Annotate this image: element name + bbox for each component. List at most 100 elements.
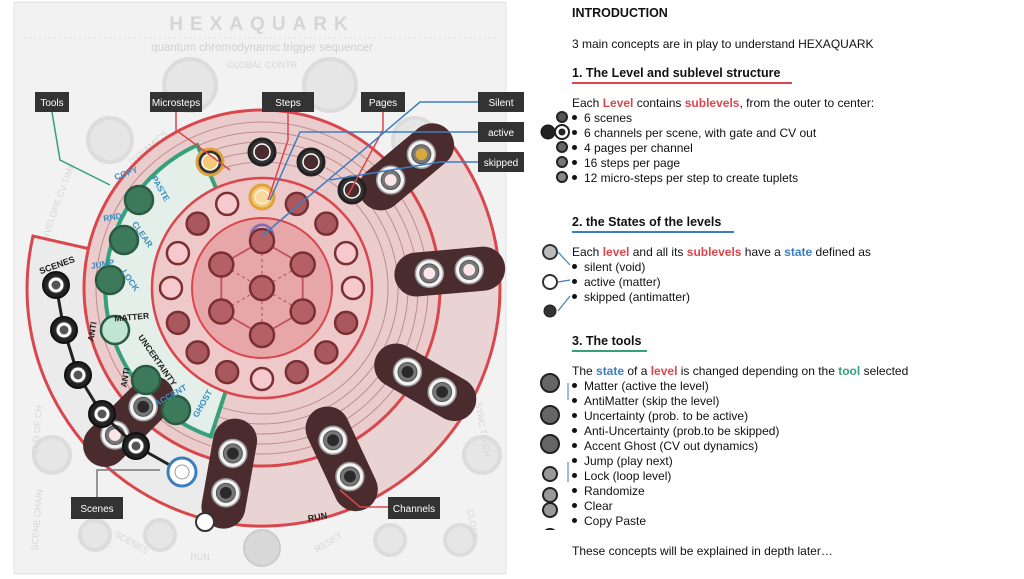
step-knob bbox=[340, 275, 366, 301]
microstep-knob bbox=[208, 251, 235, 278]
callout-box bbox=[478, 122, 524, 142]
state-leader bbox=[557, 251, 571, 266]
ring-label: RUN bbox=[307, 510, 328, 523]
channel-jack-core bbox=[109, 429, 121, 441]
state-active-icon bbox=[542, 274, 558, 290]
callout-label: Tools bbox=[40, 98, 63, 109]
step-knob bbox=[314, 340, 339, 365]
level-icon bbox=[556, 156, 568, 168]
callout-leader bbox=[339, 489, 388, 508]
tool-item: Copy Paste bbox=[572, 514, 646, 528]
microstep-knob bbox=[248, 274, 276, 302]
state-item: silent (void) bbox=[572, 260, 645, 274]
background-knob bbox=[86, 116, 134, 164]
background-knob bbox=[302, 57, 358, 113]
step-knob bbox=[333, 310, 359, 336]
level-item: 6 scenes bbox=[572, 111, 632, 125]
scene-knob-dot bbox=[73, 370, 83, 380]
level-item: 12 micro-steps per step to create tuplet… bbox=[572, 171, 798, 185]
callout-leader bbox=[329, 161, 478, 181]
callout-box bbox=[150, 92, 202, 112]
state-item: active (matter) bbox=[572, 275, 661, 289]
callout-box bbox=[262, 92, 314, 112]
logo bbox=[243, 529, 281, 567]
tool-item: Uncertainty (prob. to be active) bbox=[572, 409, 748, 423]
microstep-knob bbox=[208, 298, 235, 325]
level-icon bbox=[556, 171, 568, 183]
scene-knob-selected-center bbox=[174, 464, 190, 480]
channel-jack-core bbox=[384, 174, 397, 186]
channel-jack-core bbox=[344, 470, 356, 483]
level-item: 16 steps per page bbox=[572, 156, 680, 170]
section-2-underline bbox=[572, 231, 734, 233]
callout-label: Channels bbox=[393, 504, 435, 515]
background-knob bbox=[462, 435, 502, 475]
channel-jack-core bbox=[463, 263, 476, 276]
scene-knob-dot bbox=[131, 441, 141, 451]
tool-icon bbox=[542, 487, 558, 503]
background-knob bbox=[373, 523, 407, 557]
step-knob bbox=[165, 240, 191, 266]
tool-item: Lock (loop level) bbox=[572, 469, 671, 483]
step-knob bbox=[214, 191, 240, 217]
tool-icon bbox=[542, 502, 558, 518]
doc-footer: These concepts will be explained in dept… bbox=[572, 544, 833, 558]
channel-jack-core bbox=[436, 386, 449, 398]
tool-knob bbox=[130, 364, 162, 396]
microstep-knob bbox=[289, 298, 316, 325]
callout-box bbox=[478, 152, 524, 172]
level-icon bbox=[540, 124, 556, 140]
step-knob bbox=[284, 191, 310, 217]
tool-item: AntiMatter (skip the level) bbox=[572, 394, 719, 408]
level-icon bbox=[558, 128, 566, 136]
callout-label: Steps bbox=[275, 98, 301, 109]
documentation: INTRODUCTION 3 main concepts are in play… bbox=[572, 0, 1022, 579]
channel-jack-core bbox=[401, 366, 414, 378]
tool-knob bbox=[99, 314, 131, 346]
callout-label: Microsteps bbox=[152, 98, 200, 109]
tool-label: RND bbox=[103, 211, 123, 224]
state-silent-icon bbox=[542, 244, 558, 260]
callout-leader bbox=[175, 112, 231, 171]
callout-leader bbox=[267, 112, 289, 201]
callout-label: Pages bbox=[369, 98, 397, 109]
state-item: skipped (antimatter) bbox=[572, 290, 690, 304]
tool-knob bbox=[94, 264, 126, 296]
channel-jack-core bbox=[423, 267, 436, 280]
step-knob bbox=[214, 359, 240, 385]
tool-knob bbox=[108, 224, 140, 256]
callout-leader bbox=[261, 101, 478, 237]
tool-icon bbox=[540, 373, 560, 393]
microstep-knob bbox=[248, 321, 276, 349]
faint-label: GLOBAL CONTR bbox=[227, 60, 298, 70]
section-3-underline bbox=[572, 350, 647, 352]
background-knob bbox=[32, 435, 72, 475]
tool-item: Clear bbox=[572, 499, 613, 513]
scene-knob-dot bbox=[51, 280, 61, 290]
channel-jack-core bbox=[226, 447, 239, 460]
tool-label: MATTER bbox=[114, 311, 150, 324]
callout-leader bbox=[51, 111, 111, 186]
callout-leader bbox=[269, 131, 478, 201]
tool-item: Anti-Uncertainty (prob.to be skipped) bbox=[572, 424, 779, 438]
channel-jack-core bbox=[137, 400, 150, 413]
callout-box bbox=[71, 497, 123, 519]
section-2-heading: 2. the States of the levels bbox=[572, 215, 722, 229]
step-knob bbox=[158, 275, 184, 301]
step-knob bbox=[165, 310, 191, 336]
section-1-underline bbox=[572, 82, 792, 84]
step-knob bbox=[314, 211, 339, 236]
page-knob-center bbox=[343, 181, 361, 199]
background-knob bbox=[143, 518, 177, 552]
step-knob bbox=[284, 359, 310, 385]
module-subtitle: quantum chromodynamic trigger sequencer bbox=[151, 42, 373, 54]
scene-knob-dot bbox=[59, 325, 69, 335]
doc-icons bbox=[540, 111, 571, 530]
section-2-lead: Each level and all its sublevels have a … bbox=[572, 245, 871, 259]
tool-label: ANTI bbox=[85, 321, 98, 342]
doc-title: INTRODUCTION bbox=[572, 6, 668, 20]
channel-jack-core bbox=[415, 148, 428, 161]
tool-item: Jump (play next) bbox=[572, 454, 673, 468]
callout-leader bbox=[347, 112, 384, 196]
page-knob-center bbox=[201, 153, 219, 171]
